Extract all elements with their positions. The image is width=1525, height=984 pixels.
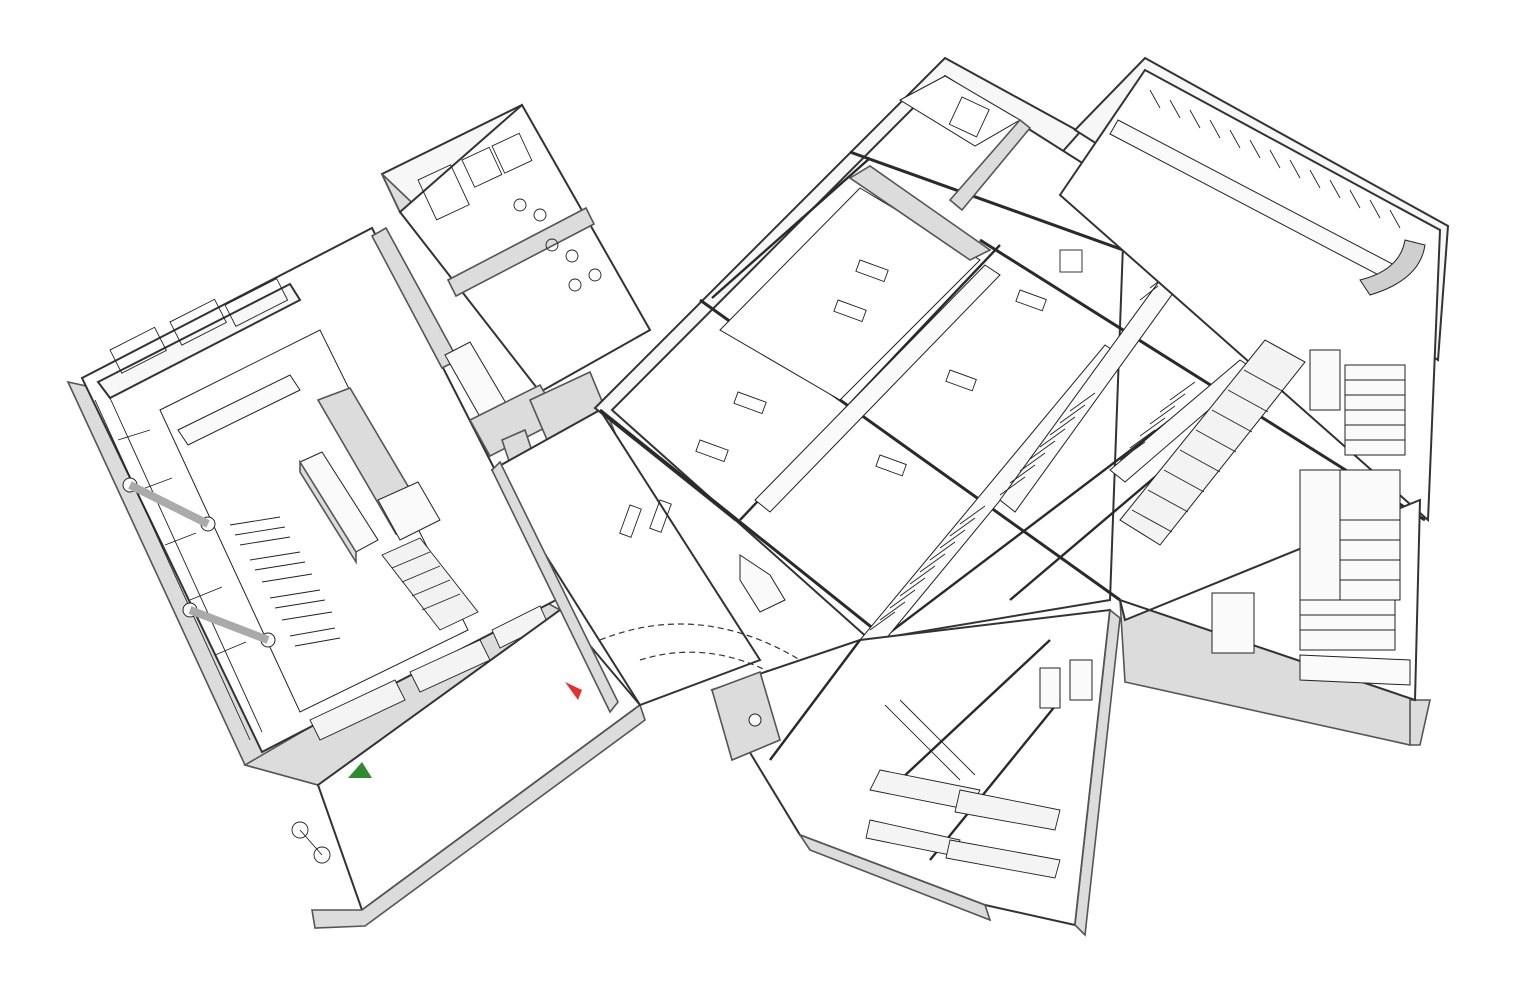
right-low-counter [1299,654,1411,686]
corridor-bikes [619,499,672,538]
south-display-cases [309,605,549,741]
hall-top-partition [948,118,1032,212]
right-cabinet [1211,592,1255,654]
left-block [66,226,646,929]
corridor [490,408,901,746]
shelf-row-1 [754,264,1001,513]
hall-display-items [695,249,1083,477]
west-windows [94,397,263,741]
lower-center-block [710,608,1121,937]
lower-wall-3 [929,699,1061,861]
corridor-object [739,554,786,613]
tower-bike-cluster [513,198,602,292]
left-room-outline [159,329,469,713]
hall-room-1-back [848,165,992,261]
curved-path-outer [599,623,901,721]
curved-stair [1359,239,1426,296]
central-counter-side [299,459,357,565]
right-straight-stair [1119,339,1306,546]
corridor-west-wall [491,460,619,714]
lower-south-wall [797,833,992,922]
north-windows [109,278,289,374]
outdoor-bike [291,821,331,864]
entrance-landing-edge [311,703,646,929]
right-block-corner [1409,699,1431,746]
tower-windows [417,132,533,221]
main-hall [593,56,1431,732]
lower-wall-1 [769,639,861,761]
lower-door [1069,659,1093,701]
left-stair [381,537,479,631]
right-wall-display [1149,89,1401,229]
lower-wall-2 [899,639,1051,781]
lower-column [748,713,762,727]
beam-1 [128,481,210,528]
right-shelving [1299,349,1406,651]
lower-pillar [711,670,781,762]
back-counter [177,374,301,446]
corridor-floor [490,408,762,707]
green-marker [348,762,372,778]
tower-block [370,103,652,472]
hall-shelving [754,224,1256,653]
right-block [1058,56,1450,746]
red-marker [565,682,582,700]
north-window-band [96,282,302,400]
product-racks-left [229,516,341,647]
beam-2 [188,606,270,644]
partition-cabinet [377,481,441,541]
hall-top-window [948,96,990,138]
lower-east-wall [1074,608,1121,937]
tower-inner-wall [446,206,596,298]
lower-cabinet [1039,667,1061,709]
lower-counters [865,699,1061,879]
